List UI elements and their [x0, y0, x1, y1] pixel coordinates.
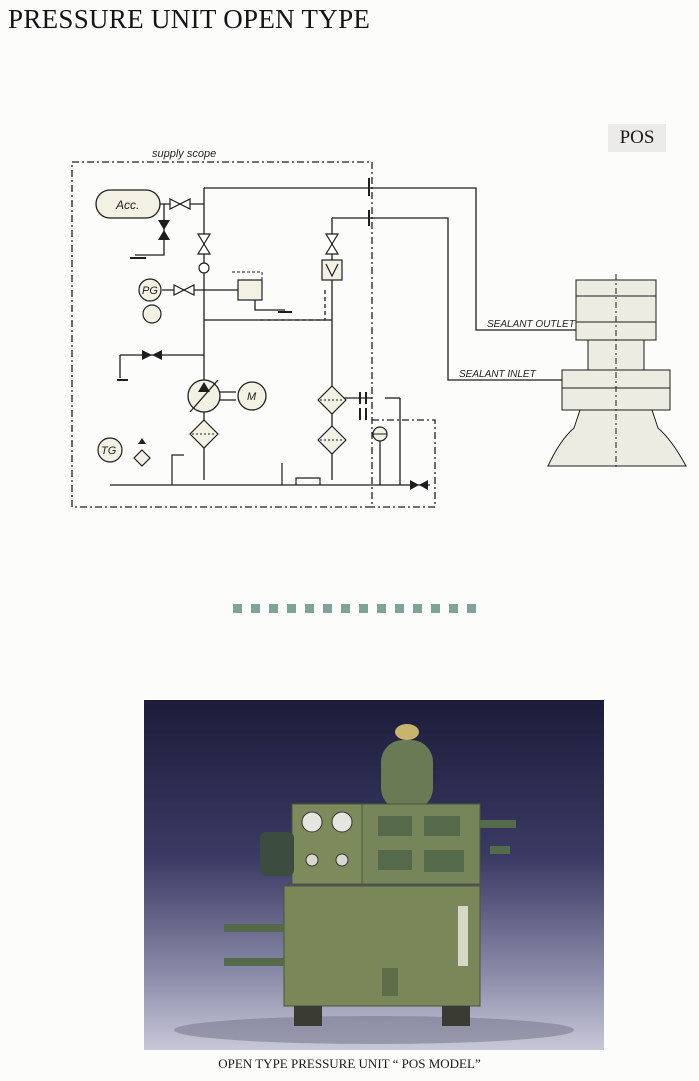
supply-scope-label: supply scope [152, 148, 216, 160]
shutoff-valve-icon [142, 350, 162, 360]
temperature-gauge-label: TG [101, 445, 117, 457]
temperature-gauge [97, 437, 123, 463]
drain-symbols [117, 257, 292, 381]
pressure-gauge-label: PG [142, 285, 158, 297]
drain-valve-icon [158, 220, 170, 240]
model-badge: POS [608, 124, 666, 152]
connectors [359, 178, 370, 420]
accumulator-label: Acc. [115, 198, 139, 212]
hydraulic-circuit-diagram: supply scope Acc. [71, 148, 687, 508]
separator-dots [233, 604, 476, 613]
supply-scope-boundary [71, 161, 436, 508]
page-title: PRESSURE UNIT OPEN TYPE [8, 4, 371, 34]
outlet-valve-icon [410, 480, 428, 490]
pressure-gauge [138, 278, 162, 302]
accumulator [95, 189, 161, 219]
sealant-inlet-label: SEALANT INLET [459, 369, 537, 380]
motor-label: M [247, 391, 257, 403]
sealant-outlet-label: SEALANT OUTLET [487, 319, 576, 330]
relief-valve [237, 279, 263, 301]
valves [169, 198, 340, 296]
pressure-unit-photo [144, 700, 604, 1050]
photo-caption: OPEN TYPE PRESSURE UNIT “ POS MODEL” [218, 1056, 481, 1071]
seal-housing [547, 279, 687, 467]
motor [237, 381, 267, 411]
